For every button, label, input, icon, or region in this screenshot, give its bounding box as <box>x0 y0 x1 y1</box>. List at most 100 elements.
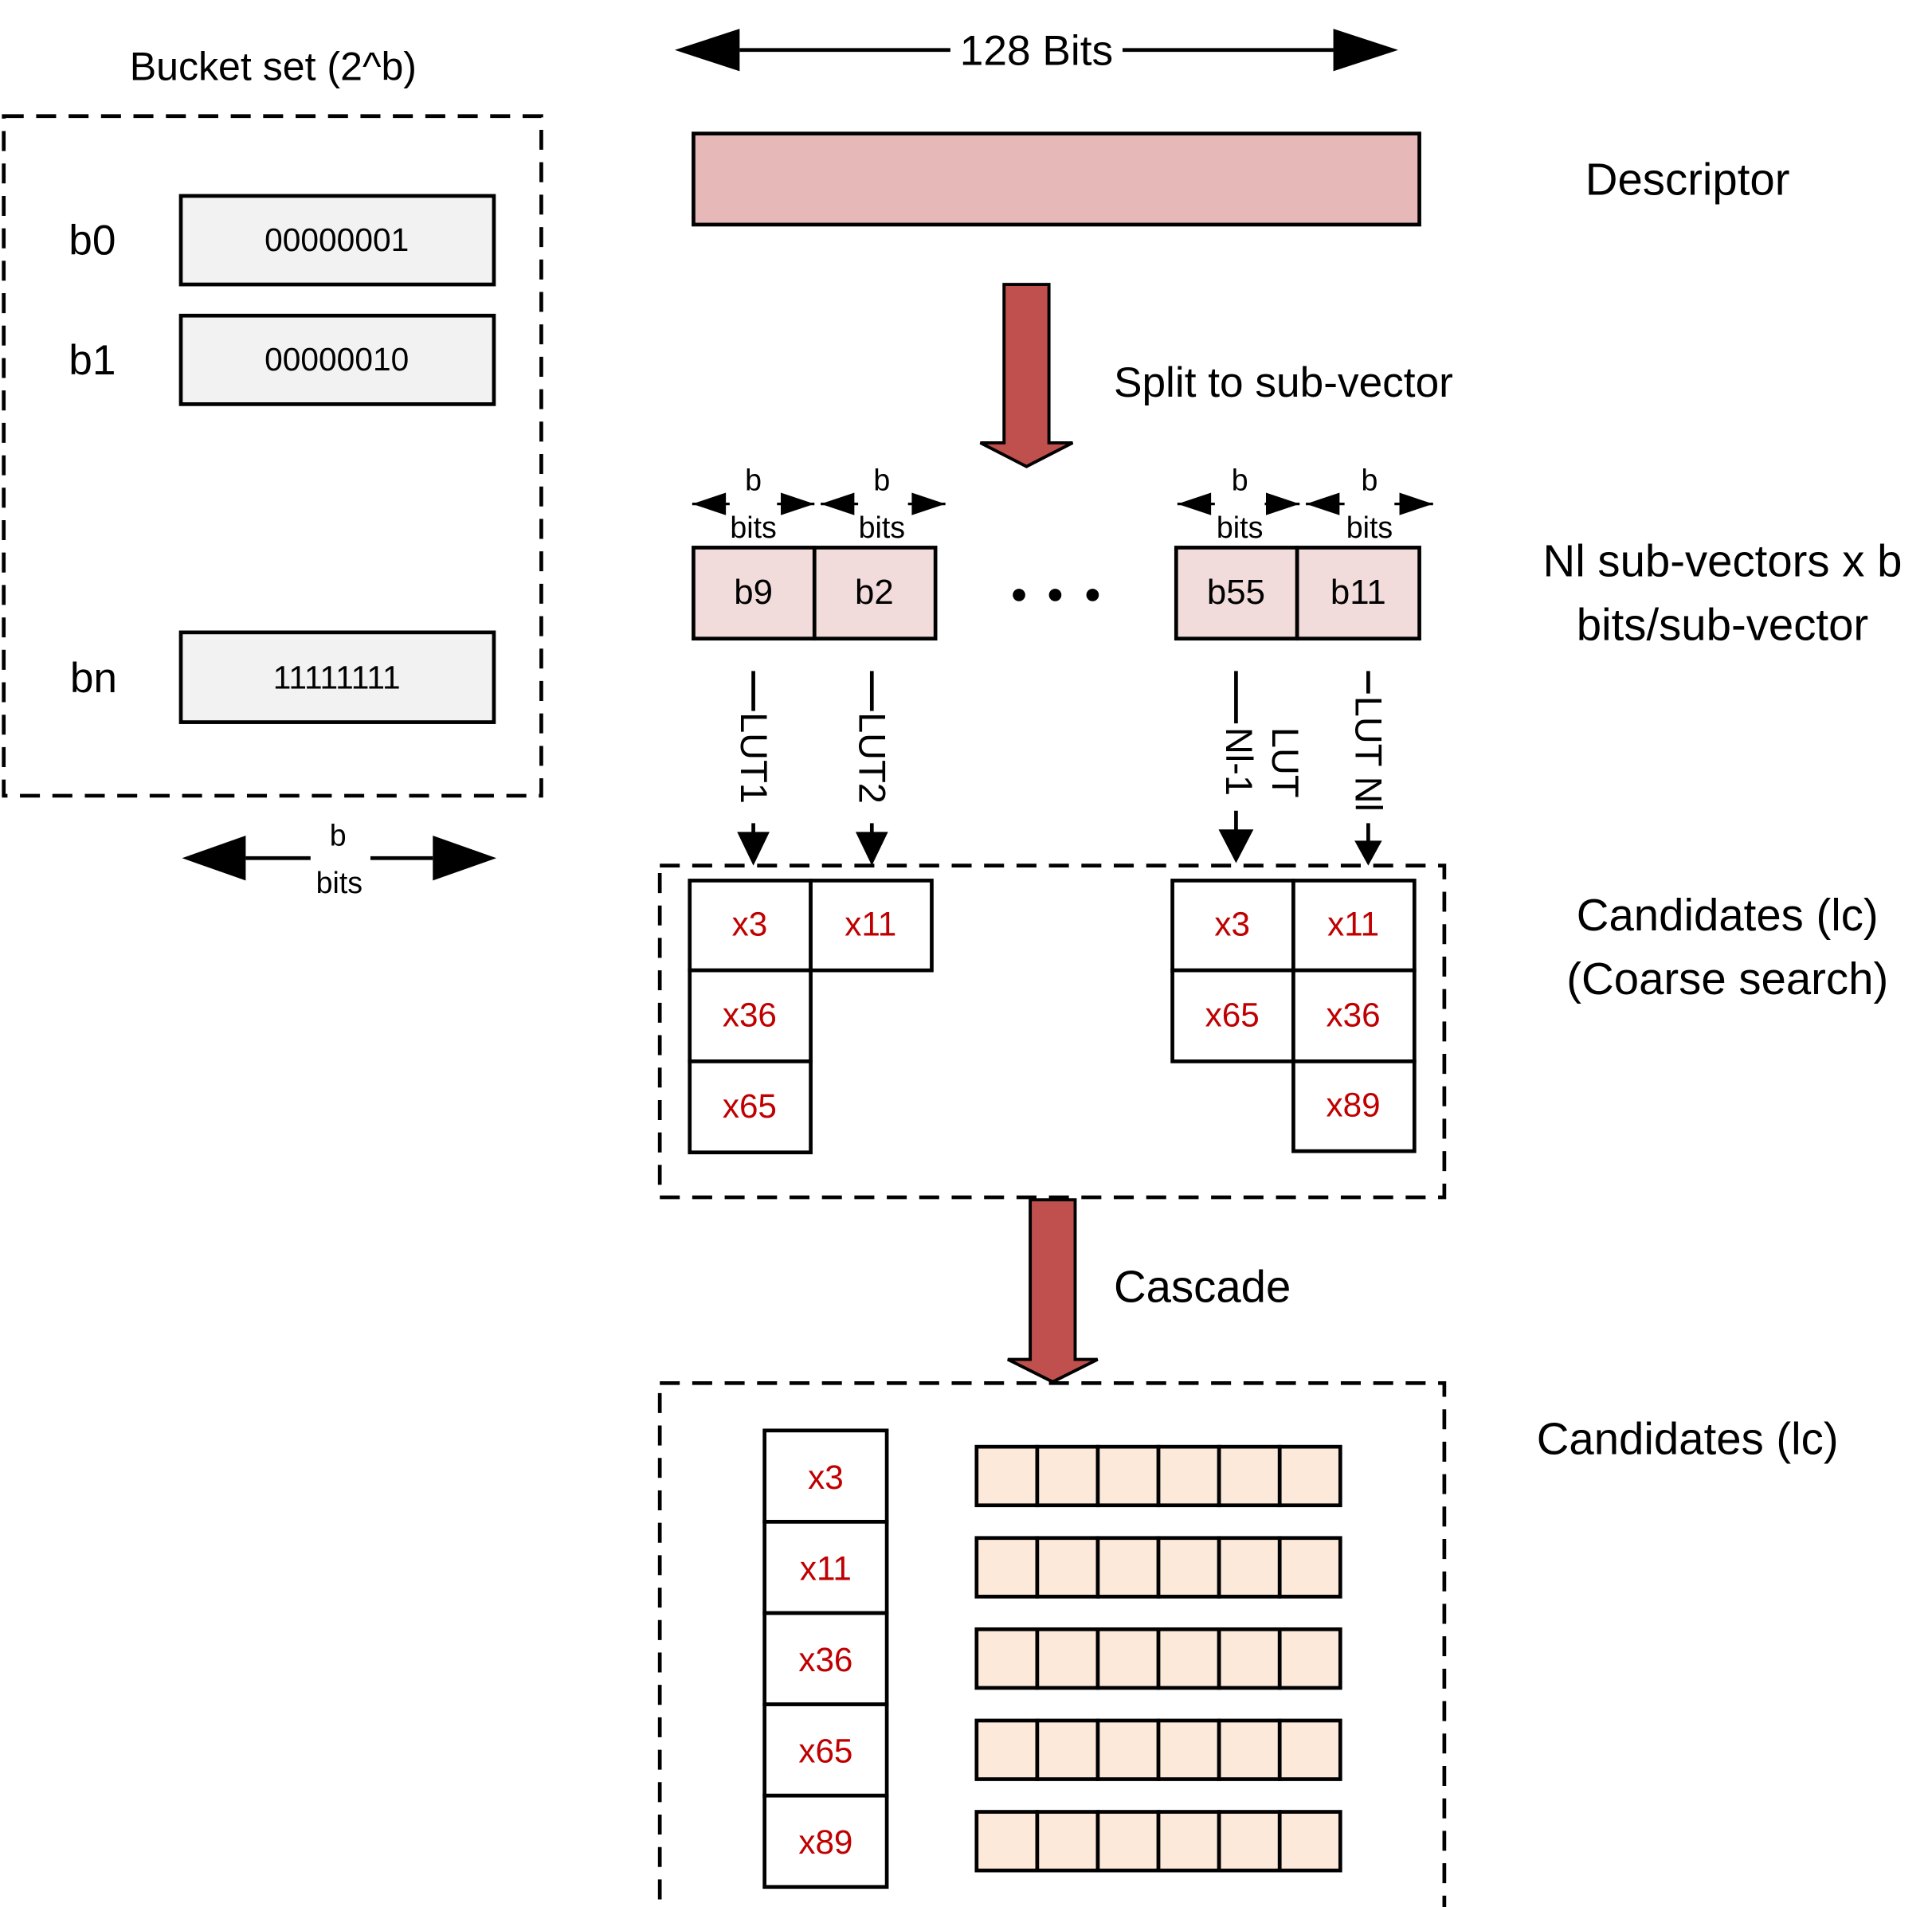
feature-cell <box>1156 1536 1221 1599</box>
feature-cell <box>1095 1444 1161 1508</box>
coarse-candidates-section: x3 x36 x65 x11 x3 x65 x11 x36 x89 Candid… <box>657 863 1888 1200</box>
final-candidate-cell <box>762 1611 889 1706</box>
subvector-width-marker-2: b bits <box>821 463 946 544</box>
subvector-cell-label-b9: b9 <box>734 573 773 612</box>
split-step: Split to sub-vector <box>979 283 1453 468</box>
lut2-arrow: LUT2 <box>852 671 894 866</box>
bucket-cell-b0 <box>178 194 496 287</box>
final-candidate-label: x89 <box>798 1823 852 1861</box>
subvector-width-bits-1: bits <box>730 511 776 544</box>
lut4-arrow: LUT Nl <box>1348 671 1390 866</box>
bucket-value-b0: 00000001 <box>265 221 409 258</box>
descriptor-label: Descriptor <box>1585 154 1790 204</box>
coarse-cell-label: x65 <box>723 1087 777 1125</box>
coarse-cell <box>688 1059 813 1155</box>
coarse-label-line1: Candidates (lc) <box>1577 890 1879 940</box>
coarse-cell-label: x11 <box>1327 905 1379 942</box>
feature-cell <box>1277 1536 1342 1599</box>
subvectors-label-line2: bits/sub-vector <box>1577 599 1868 649</box>
lut1-arrow: LUT1 <box>733 671 775 866</box>
coarse-cell-label: x36 <box>1327 997 1381 1034</box>
bucket-label-b0: b0 <box>69 217 116 264</box>
final-candidate-label: x65 <box>798 1733 852 1770</box>
feature-cell <box>974 1718 1040 1781</box>
feature-cell <box>1217 1444 1282 1508</box>
feature-cell <box>1035 1810 1100 1873</box>
feature-cell <box>974 1810 1040 1873</box>
lut3-label-line1: LUT <box>1264 727 1307 798</box>
subvector-width-b-1: b <box>745 463 762 496</box>
descriptor-width-label: 128 Bits <box>960 28 1113 75</box>
feature-cell <box>1095 1718 1161 1781</box>
bucket-value-b1: 00000010 <box>265 341 409 378</box>
split-arrow <box>979 283 1074 468</box>
feature-cell <box>1217 1718 1282 1781</box>
bucket-set-panel: Bucket set (2^b) b0 00000001 b1 00000010… <box>2 44 543 899</box>
ellipsis-dot-2 <box>1048 589 1062 601</box>
final-candidate-cell <box>762 1702 889 1798</box>
subvectors-section: b bits b bits b bits b bits <box>692 463 1903 649</box>
feature-cell <box>1035 1627 1100 1690</box>
subvector-width-marker-4: b bits <box>1306 463 1433 544</box>
feature-cell <box>1217 1536 1282 1599</box>
cascade-arrow <box>1007 1198 1099 1384</box>
feature-cell <box>1035 1536 1100 1599</box>
bucket-width-arrowhead-right <box>433 836 497 881</box>
lut4-label: LUT Nl <box>1348 696 1390 812</box>
lut2-label: LUT2 <box>852 712 894 804</box>
lut-arrows: LUT1 LUT2 LUT Nl-1 LUT Nl <box>733 671 1390 866</box>
subvector-width-bits-3: bits <box>1217 511 1263 544</box>
subvector-cell-label-b55: b55 <box>1207 573 1265 612</box>
cascade-step: Cascade <box>1007 1198 1291 1384</box>
feature-cell <box>1217 1627 1282 1690</box>
feature-cell <box>1156 1810 1221 1873</box>
coarse-cell <box>1291 1059 1417 1153</box>
ellipsis-dot-3 <box>1086 589 1099 601</box>
bucket-width-label-b: b <box>330 819 347 852</box>
final-candidate-feature-rows <box>974 1444 1342 1873</box>
lut1-label: LUT1 <box>733 712 775 804</box>
coarse-cell <box>1170 968 1295 1063</box>
subvector-width-marker-3: b bits <box>1177 463 1300 544</box>
split-label: Split to sub-vector <box>1114 359 1453 406</box>
bucket-cell-bn <box>178 630 496 724</box>
descriptor-width-arrowhead-left <box>674 29 740 72</box>
coarse-cell-label: x11 <box>845 905 896 942</box>
feature-cell <box>1035 1718 1100 1781</box>
subvector-cell-label-b11: b11 <box>1330 573 1386 612</box>
subvector-width-b-3: b <box>1232 463 1248 496</box>
coarse-cell-label: x36 <box>723 997 777 1034</box>
subvector-width-b-4: b <box>1362 463 1378 496</box>
subvector-width-bits-2: bits <box>859 511 905 544</box>
bucket-set-frame <box>2 114 543 798</box>
feature-cell <box>974 1627 1040 1690</box>
subvector-cell-b55 <box>1174 546 1299 641</box>
final-candidate-label: x11 <box>800 1549 852 1587</box>
coarse-cell <box>809 879 934 973</box>
feature-cell <box>1095 1810 1161 1873</box>
coarse-cell <box>1170 879 1295 973</box>
subvector-width-b-2: b <box>873 463 890 496</box>
feature-cell <box>1156 1718 1221 1781</box>
lut3-label-line2: Nl-1 <box>1218 727 1260 796</box>
feature-cell <box>1277 1444 1342 1508</box>
feature-cell <box>1277 1810 1342 1873</box>
bucket-value-bn: 11111111 <box>273 659 401 695</box>
feature-cell <box>1156 1444 1221 1508</box>
coarse-cell-label: x65 <box>1205 997 1260 1034</box>
descriptor-section: 128 Bits Descriptor <box>674 28 1790 227</box>
feature-cell <box>1277 1718 1342 1781</box>
subvectors-label-line1: Nl sub-vectors x b <box>1543 535 1903 585</box>
final-candidates-label: Candidates (lc) <box>1537 1414 1839 1464</box>
subvector-width-marker-1: b bits <box>692 463 815 544</box>
subvector-cell-b11 <box>1295 546 1421 641</box>
final-candidate-label: x36 <box>798 1641 852 1678</box>
cascade-label: Cascade <box>1114 1262 1291 1312</box>
bucket-label-bn: bn <box>70 655 117 702</box>
feature-cell <box>1156 1627 1221 1690</box>
coarse-label-line2: (Coarse search) <box>1566 954 1888 1004</box>
subvector-cell-b9 <box>692 546 817 641</box>
ellipsis-dot-1 <box>1013 589 1025 601</box>
